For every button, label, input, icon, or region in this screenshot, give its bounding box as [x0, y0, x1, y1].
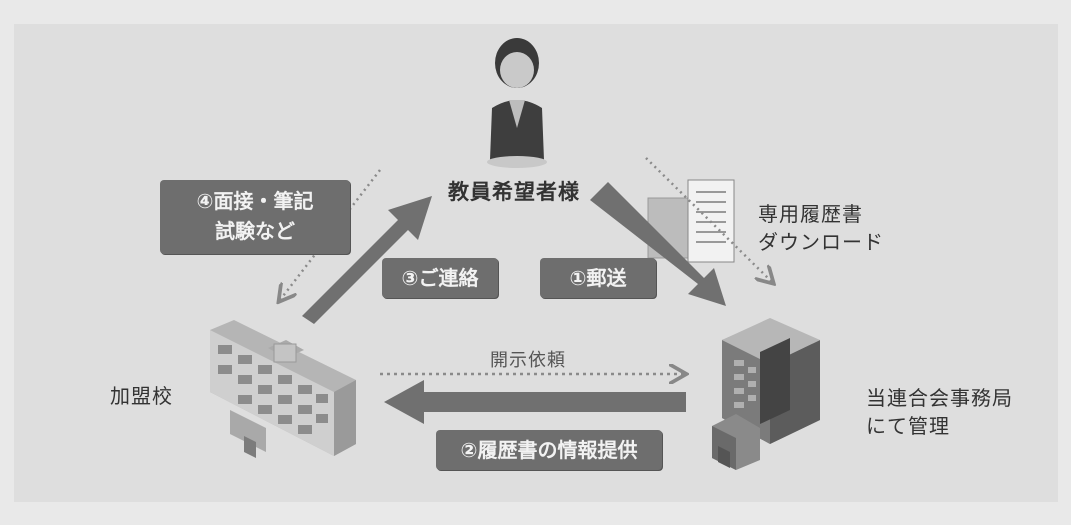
step4-label-line1: ④面接・筆記	[196, 189, 314, 213]
person-icon	[487, 38, 547, 168]
step2-badge: ②履歴書の情報提供	[436, 430, 662, 470]
contact-arrow	[302, 196, 432, 324]
step3-badge: ③ご連絡	[382, 258, 498, 298]
office-label-line1: 当連合会事務局	[866, 386, 1013, 410]
step4-badge: ④面接・筆記 試験など	[160, 180, 350, 254]
download-label-line2: ダウンロード	[758, 230, 884, 254]
school-building-icon	[210, 320, 356, 458]
resume-info-arrow	[384, 380, 686, 424]
member-school-label: 加盟校	[110, 384, 173, 408]
office-building-icon	[712, 318, 820, 470]
disclosure-request-label: 開示依頼	[490, 350, 566, 371]
applicant-label: 教員希望者様	[448, 180, 580, 204]
mail-arrow	[590, 182, 726, 306]
office-label-line2: にて管理	[866, 414, 950, 438]
diagram-panel	[14, 24, 1058, 502]
download-label-line1: 専用履歴書	[758, 202, 863, 226]
step4-label-line2: 試験など	[215, 219, 295, 243]
step1-badge: ①郵送	[540, 258, 656, 298]
